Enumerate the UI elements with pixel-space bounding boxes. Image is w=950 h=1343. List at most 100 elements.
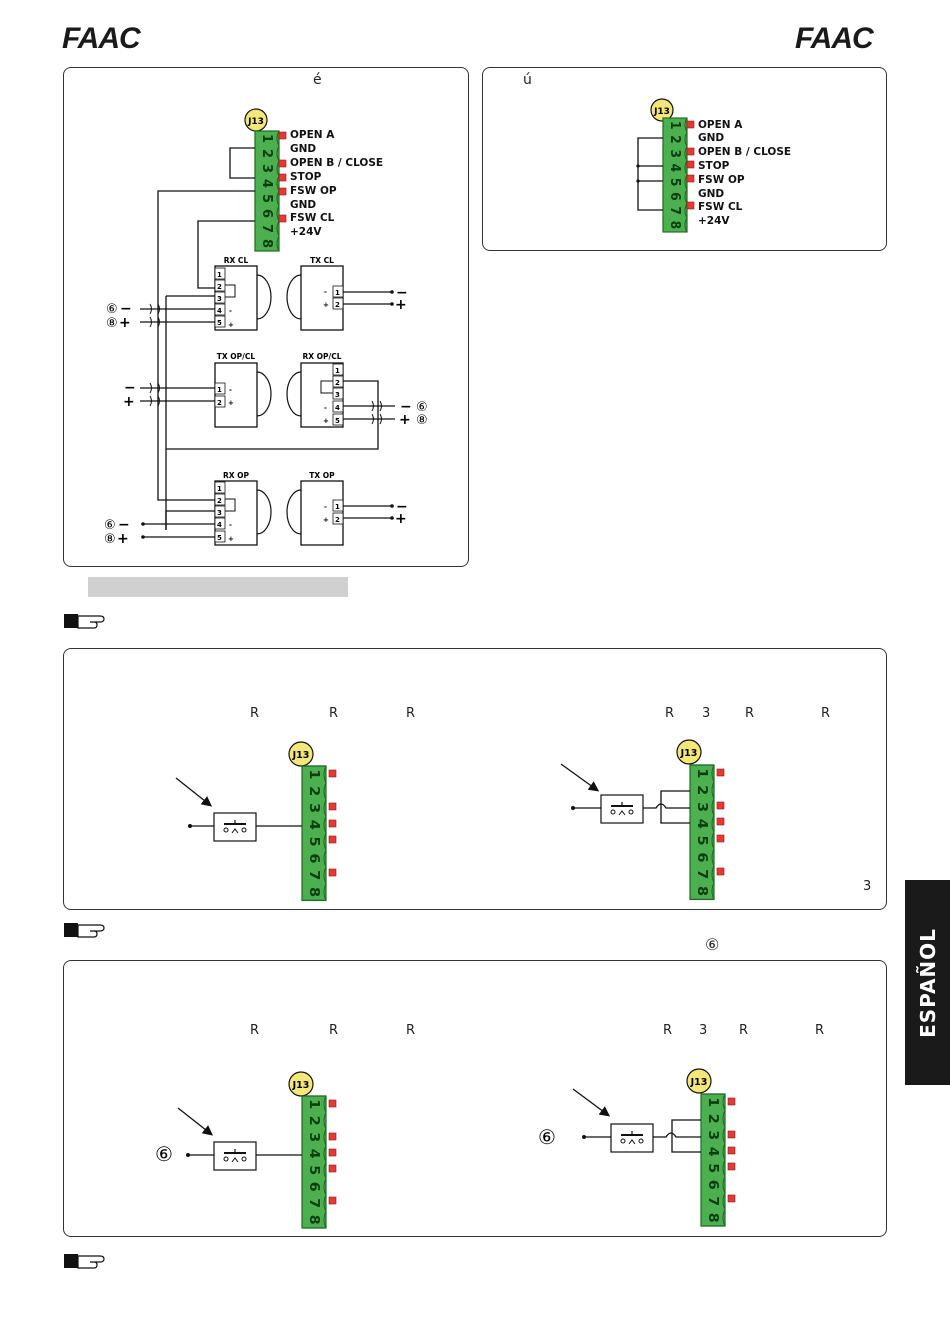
svg-text:-: -	[229, 307, 232, 315]
svg-text:+: +	[395, 511, 407, 527]
rx-op-circle8: ⑧	[104, 532, 116, 547]
svg-text:-: -	[229, 521, 232, 529]
caption-bar	[88, 577, 348, 597]
svg-text:−: −	[396, 285, 408, 301]
tx-cl-label: TX CL	[310, 256, 334, 265]
panel3-left-frag-1: R	[250, 706, 260, 721]
rx-cl-circle8: ⑧	[106, 316, 118, 331]
svg-text:−: −	[400, 399, 412, 415]
svg-text:3: 3	[335, 391, 340, 399]
svg-text:4: 4	[335, 404, 340, 412]
svg-text:-: -	[324, 288, 327, 296]
faac-logo-left: FAAC	[62, 22, 141, 55]
svg-text:1: 1	[217, 271, 222, 279]
svg-text:2: 2	[217, 283, 222, 291]
panel4-right-frag-3: R	[739, 1023, 749, 1038]
svg-text:+: +	[228, 535, 234, 543]
svg-text:5: 5	[217, 534, 222, 542]
rx-cl-label: RX CL	[224, 256, 249, 265]
panel2-title-fragment: ú	[523, 72, 532, 88]
term-label-fsw-op: FSW OP	[698, 174, 745, 186]
svg-text:-: -	[324, 503, 327, 511]
svg-text:5: 5	[335, 417, 340, 425]
panel4-circle6-left: ⑥	[155, 1142, 173, 1166]
term-label-24v: +24V	[290, 226, 322, 238]
svg-text:2: 2	[217, 399, 222, 407]
panel4-left-frag-3: R	[406, 1023, 416, 1038]
svg-text:+: +	[395, 297, 407, 313]
j13-text-1: J13	[247, 117, 264, 127]
svg-text:+: +	[323, 516, 329, 524]
svg-text:-: -	[229, 386, 232, 394]
panel3-left-frag-3: R	[406, 706, 416, 721]
term-label-gnd2: GND	[698, 188, 725, 200]
panel3-diagram: J13 J13	[175, 739, 725, 902]
panel1-title-fragment: é	[313, 72, 322, 88]
pointing-hand-icon	[64, 614, 105, 629]
panel2-diagram: J13	[636, 98, 695, 233]
panel4-right-frag-2: 3	[699, 1023, 708, 1038]
term-label-gnd: GND	[698, 132, 725, 144]
svg-text:+: +	[323, 301, 329, 309]
term-label-stop: STOP	[290, 171, 322, 183]
rx-op-label: RX OP	[223, 471, 250, 480]
panel4-circle6-right: ⑥	[538, 1125, 556, 1149]
panel4-right-frag-4: R	[815, 1023, 825, 1038]
rx-op-circle6: ⑥	[104, 518, 116, 533]
rx-opcl-circle6: ⑥	[416, 400, 428, 415]
terminal-block-1	[254, 130, 280, 252]
panel3-left-frag-2: R	[329, 706, 339, 721]
panel3-right-frag-2: 3	[702, 706, 711, 721]
term-label-fsw-op: FSW OP	[290, 185, 337, 197]
svg-text:+: +	[399, 412, 411, 428]
svg-text:−: −	[124, 380, 136, 396]
panel3-corner-number: 3	[863, 879, 872, 894]
panel3-right-frag-1: R	[665, 706, 675, 721]
svg-text:+: +	[119, 315, 131, 331]
svg-text:3: 3	[217, 509, 222, 517]
panel4-diagram: J13 ⑥ J13 ⑥	[155, 1068, 736, 1229]
panel3-right-frag-4: R	[821, 706, 831, 721]
panel1-diagram: J13 RX CL 1 2 3 4 5 - + ⑥ − ⑧ +	[104, 108, 428, 547]
svg-text:+: +	[228, 399, 234, 407]
svg-text:2: 2	[335, 301, 340, 309]
panel3-right-frag-3: R	[745, 706, 755, 721]
svg-text:-: -	[324, 404, 327, 412]
term-label-gnd2: GND	[290, 199, 317, 211]
language-tab: ESPAÑOL	[905, 880, 950, 1085]
j13-text-2: J13	[653, 107, 670, 117]
svg-text:1: 1	[335, 503, 340, 511]
term-label-gnd: GND	[290, 143, 317, 155]
j13-text-6: J13	[690, 1077, 708, 1088]
tx-opcl-label: TX OP/CL	[217, 352, 256, 361]
terminal-block-2	[662, 117, 688, 233]
rx-cl-circle6: ⑥	[106, 302, 118, 317]
svg-text:+: +	[323, 417, 329, 425]
svg-text:−: −	[120, 301, 132, 317]
svg-text:−: −	[396, 499, 408, 515]
term-label-fsw-cl: FSW CL	[698, 201, 743, 213]
term-label-open-a: OPEN A	[290, 129, 335, 141]
term-label-stop: STOP	[698, 160, 730, 172]
svg-text:1: 1	[217, 485, 222, 493]
svg-text:2: 2	[335, 379, 340, 387]
svg-text:3: 3	[217, 295, 222, 303]
pointing-hand-icon	[64, 1254, 105, 1269]
panel-stop-button	[63, 648, 887, 910]
svg-text:4: 4	[217, 307, 222, 315]
note2-circle6: ⑥	[705, 935, 720, 954]
panel4-left-frag-2: R	[329, 1023, 339, 1038]
tx-op-label: TX OP	[309, 471, 335, 480]
panel4-left-frag-1: R	[250, 1023, 260, 1038]
panel-stop-button-safety	[63, 960, 887, 1237]
term-label-fsw-cl: FSW CL	[290, 212, 335, 224]
term-label-open-a: OPEN A	[698, 119, 743, 131]
pointing-hand-icon	[64, 923, 105, 938]
svg-text:+: +	[123, 394, 135, 410]
svg-text:5: 5	[217, 319, 222, 327]
svg-text:2: 2	[335, 516, 340, 524]
svg-text:1: 1	[335, 367, 340, 375]
j13-text-4: J13	[680, 748, 698, 759]
j13-text-5: J13	[292, 1080, 310, 1091]
